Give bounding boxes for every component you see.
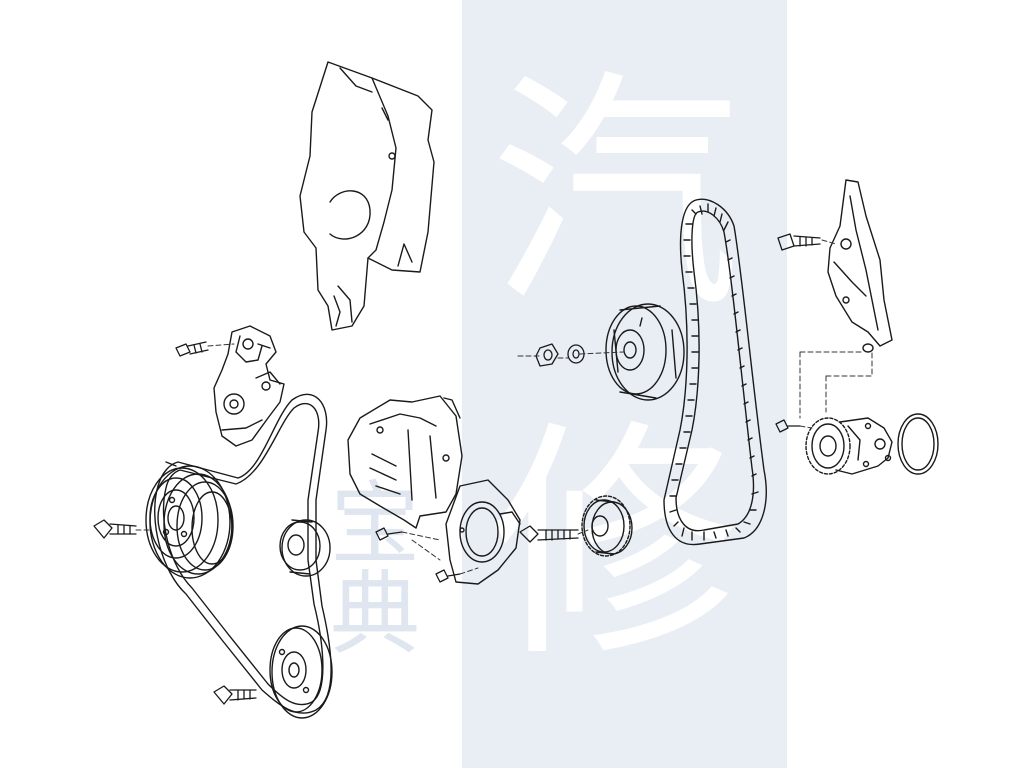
idler-roller — [280, 520, 330, 576]
watermark-char-1: 汽 — [490, 49, 740, 340]
bolt-lower-pulley — [214, 686, 256, 704]
bolt-crank-damper — [94, 520, 136, 538]
poly-v-belt — [155, 394, 331, 713]
coolant-pump — [806, 418, 892, 474]
o-ring — [898, 414, 938, 474]
toothed-timing-belt — [664, 199, 766, 544]
lower-pulley — [270, 626, 332, 718]
bolt-tensioner — [176, 342, 208, 356]
bolt-crank-sprocket — [520, 526, 578, 542]
watermark-char-3: 宝 — [330, 472, 420, 577]
belt-tensioner — [214, 326, 284, 446]
rear-cover-bracket — [828, 180, 892, 352]
crankshaft-toothed-sprocket — [582, 496, 632, 556]
bolt-lower-cover-1 — [376, 528, 402, 540]
watermark-char-4: 典 — [330, 562, 420, 667]
leader-lines — [136, 240, 872, 574]
bolt-rear-bracket — [778, 234, 820, 250]
bolt-lower-cover-2 — [436, 570, 460, 582]
nut-tensioner — [536, 344, 558, 366]
upper-timing-cover — [300, 62, 434, 330]
oil-seal-flange — [446, 480, 520, 584]
watermark-band — [462, 0, 787, 768]
bolt-coolant-pump — [776, 420, 800, 432]
fasteners — [94, 234, 820, 704]
timing-tensioner-roller — [606, 304, 684, 400]
lower-timing-cover — [348, 396, 462, 528]
